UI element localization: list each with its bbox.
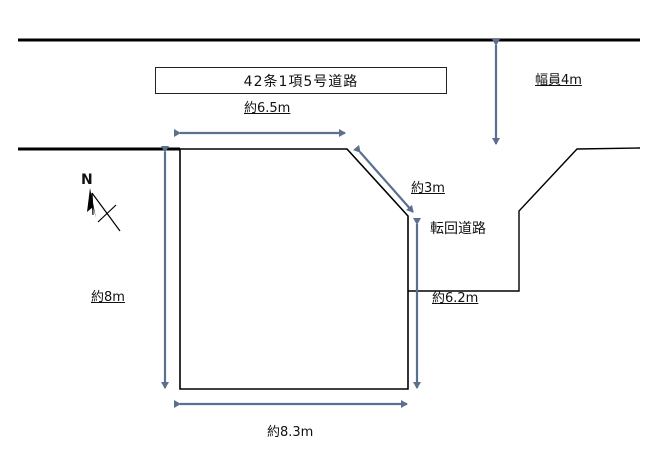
north-label: N [81, 172, 93, 188]
road-width-label: 幅員4m [535, 73, 582, 88]
lot-boundary [179, 148, 409, 390]
left-dimension-label: 約8m [91, 290, 125, 305]
corner-dimension-label: 約3m [411, 181, 445, 196]
right-dimension-label: 約6.2m [432, 291, 479, 306]
top-dimension-label: 約6.5m [244, 101, 291, 116]
road-type-label: 42条1項5号道路 [243, 73, 359, 90]
road-type-box: 42条1項5号道路 [155, 67, 447, 94]
north-arrow-icon [87, 188, 121, 232]
turnaround-road-outline [408, 147, 641, 292]
turnaround-road-label: 転回道路 [430, 221, 486, 237]
corner-dimension-arrow [353, 144, 414, 213]
bottom-dimension-label: 約8.3m [267, 425, 314, 440]
